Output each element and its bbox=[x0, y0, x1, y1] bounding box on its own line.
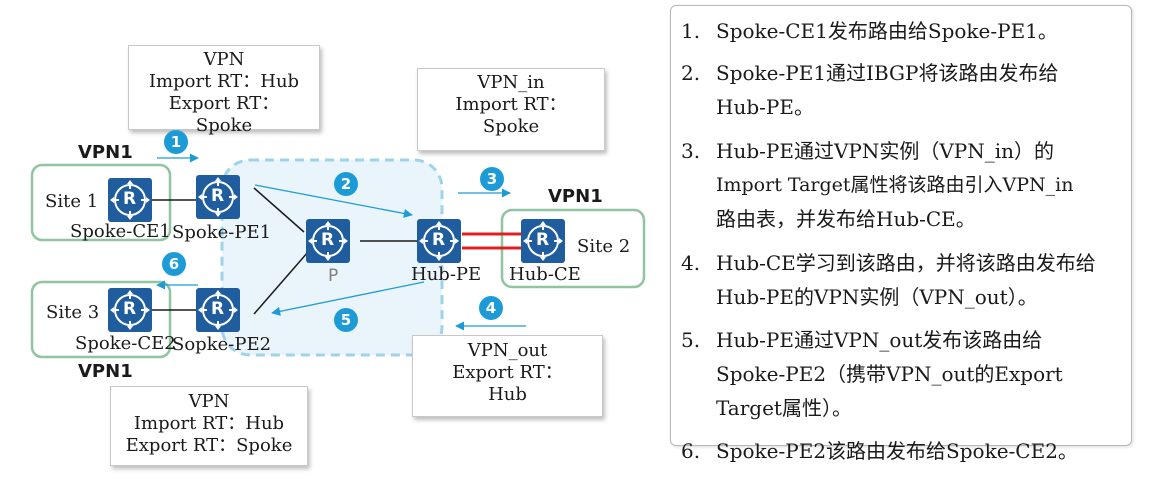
rt-box-vpn-in: VPN_in Import RT： Spoke bbox=[417, 68, 605, 151]
rt-box-line: Import RT：Hub bbox=[133, 413, 285, 434]
step-text: Hub-PE通过VPN_out发布该路由给 Spoke-PE2（携带VPN_ou… bbox=[716, 323, 1126, 425]
rt-box-line: Export RT： bbox=[168, 93, 280, 114]
step-badge-3: 3 bbox=[480, 167, 504, 191]
step-line: Spoke-PE1通过IBGP将该路由发布给 bbox=[716, 61, 1059, 85]
spoke-ce2-label: Spoke-CE2 bbox=[75, 333, 176, 354]
vpn1-label-right: VPN1 bbox=[548, 186, 603, 207]
router-glyph: R bbox=[432, 230, 446, 250]
rt-box-line: Export RT：Spoke bbox=[125, 435, 293, 456]
router-p-icon: R bbox=[306, 219, 350, 263]
spoke-ce1-label: Spoke-CE1 bbox=[70, 221, 171, 242]
arrow-step5 bbox=[271, 281, 425, 316]
rt-box-line: VPN bbox=[203, 49, 245, 70]
link-pe2-p bbox=[253, 251, 309, 315]
step-line: Target属性）。 bbox=[716, 396, 852, 420]
step-badge-1: 1 bbox=[164, 130, 188, 154]
link-pe1-p bbox=[253, 187, 305, 233]
step-text: Hub-CE学习到该路由，并将该路由发布给 Hub-PE的VPN实例（VPN_o… bbox=[716, 246, 1126, 314]
step-badge-2: 2 bbox=[334, 172, 358, 196]
spoke-pe2-label: Sopke-PE2 bbox=[172, 334, 272, 355]
step-text: Hub-PE通过VPN实例（VPN_in）的 Import Target属性将该… bbox=[716, 134, 1126, 236]
step-number: 4. bbox=[681, 251, 701, 275]
rt-box-line: VPN_out bbox=[467, 340, 548, 361]
step-text: Spoke-PE2该路由发布给Spoke-CE2。 bbox=[716, 434, 1126, 468]
router-glyph: R bbox=[123, 189, 137, 209]
p-label: P bbox=[328, 266, 339, 286]
router-glyph: R bbox=[211, 186, 225, 206]
router-spoke-ce1-icon: R bbox=[108, 178, 152, 222]
step-line: Spoke-PE2（携带VPN_out的Export bbox=[716, 362, 1063, 386]
step-line: Hub-PE通过VPN实例（VPN_in）的 bbox=[716, 139, 1055, 163]
arrow-step2 bbox=[254, 184, 413, 218]
step-line: Spoke-CE1发布路由给Spoke-PE1。 bbox=[716, 19, 1058, 43]
router-glyph: R bbox=[211, 299, 225, 319]
rt-box-spoke-pe1: VPN Import RT：Hub Export RT： Spoke bbox=[128, 45, 320, 136]
step-text: Spoke-CE1发布路由给Spoke-PE1。 bbox=[716, 14, 1126, 48]
router-spoke-pe1-icon: R bbox=[196, 175, 240, 219]
router-glyph: R bbox=[321, 230, 335, 250]
router-spoke-pe2-icon: R bbox=[196, 288, 240, 332]
step-text: Spoke-PE1通过IBGP将该路由发布给 Hub-PE。 bbox=[716, 56, 1126, 124]
hub-pe-label: Hub-PE bbox=[411, 264, 482, 285]
step-badge-5: 5 bbox=[334, 308, 358, 332]
rt-box-line: VPN_in bbox=[477, 72, 545, 93]
step-line: Hub-PE的VPN实例（VPN_out）。 bbox=[716, 285, 1038, 309]
site2-label: Site 2 bbox=[577, 236, 631, 257]
router-spoke-ce2-icon: R bbox=[108, 288, 152, 332]
step-number: 5. bbox=[681, 328, 701, 352]
step-line: Import Target属性将该路由引入VPN_in bbox=[716, 174, 1074, 196]
step-badge-6: 6 bbox=[162, 252, 186, 276]
site3-outline bbox=[30, 280, 172, 359]
router-glyph: R bbox=[123, 299, 137, 319]
rt-box-line: Spoke bbox=[482, 116, 540, 137]
rt-box-line: Import RT：Hub bbox=[148, 71, 300, 92]
rt-box-spoke-pe2: VPN Import RT：Hub Export RT：Spoke bbox=[110, 386, 308, 466]
rt-box-vpn-out: VPN_out Export RT： Hub bbox=[412, 335, 603, 417]
site1-label: Site 1 bbox=[45, 191, 99, 212]
site1-outline bbox=[30, 163, 172, 242]
rt-box-line: Spoke bbox=[195, 115, 253, 136]
rt-box-line: VPN bbox=[188, 391, 230, 412]
rt-box-line: Import RT： bbox=[455, 94, 567, 115]
step-number: 6. bbox=[681, 439, 701, 463]
step-number: 3. bbox=[681, 139, 701, 163]
hub-ce-label: Hub-CE bbox=[509, 264, 581, 285]
step-line: Spoke-PE2该路由发布给Spoke-CE2。 bbox=[716, 439, 1078, 463]
steps-panel: 1. Spoke-CE1发布路由给Spoke-PE1。 2. Spoke-PE1… bbox=[670, 5, 1132, 463]
step-line: 路由表，并发布给Hub-CE。 bbox=[716, 207, 976, 231]
rt-box-line: Hub bbox=[488, 384, 527, 405]
router-hub-pe-icon: R bbox=[417, 219, 461, 263]
vpn1-label-top: VPN1 bbox=[78, 142, 133, 163]
router-glyph: R bbox=[536, 230, 550, 250]
step-line: Hub-PE通过VPN_out发布该路由给 bbox=[716, 328, 1043, 352]
step-number: 2. bbox=[681, 61, 701, 85]
rt-box-line: Export RT： bbox=[452, 362, 563, 383]
step-number: 1. bbox=[681, 19, 701, 43]
spoke-pe1-label: Spoke-PE1 bbox=[172, 222, 272, 243]
step-line: Hub-CE学习到该路由，并将该路由发布给 bbox=[716, 251, 1096, 275]
step-line: Hub-PE。 bbox=[716, 95, 814, 119]
step-badge-4: 4 bbox=[479, 296, 503, 320]
vpn1-label-bottom: VPN1 bbox=[78, 361, 133, 382]
site3-label: Site 3 bbox=[46, 302, 100, 323]
router-hub-ce-icon: R bbox=[521, 219, 565, 263]
